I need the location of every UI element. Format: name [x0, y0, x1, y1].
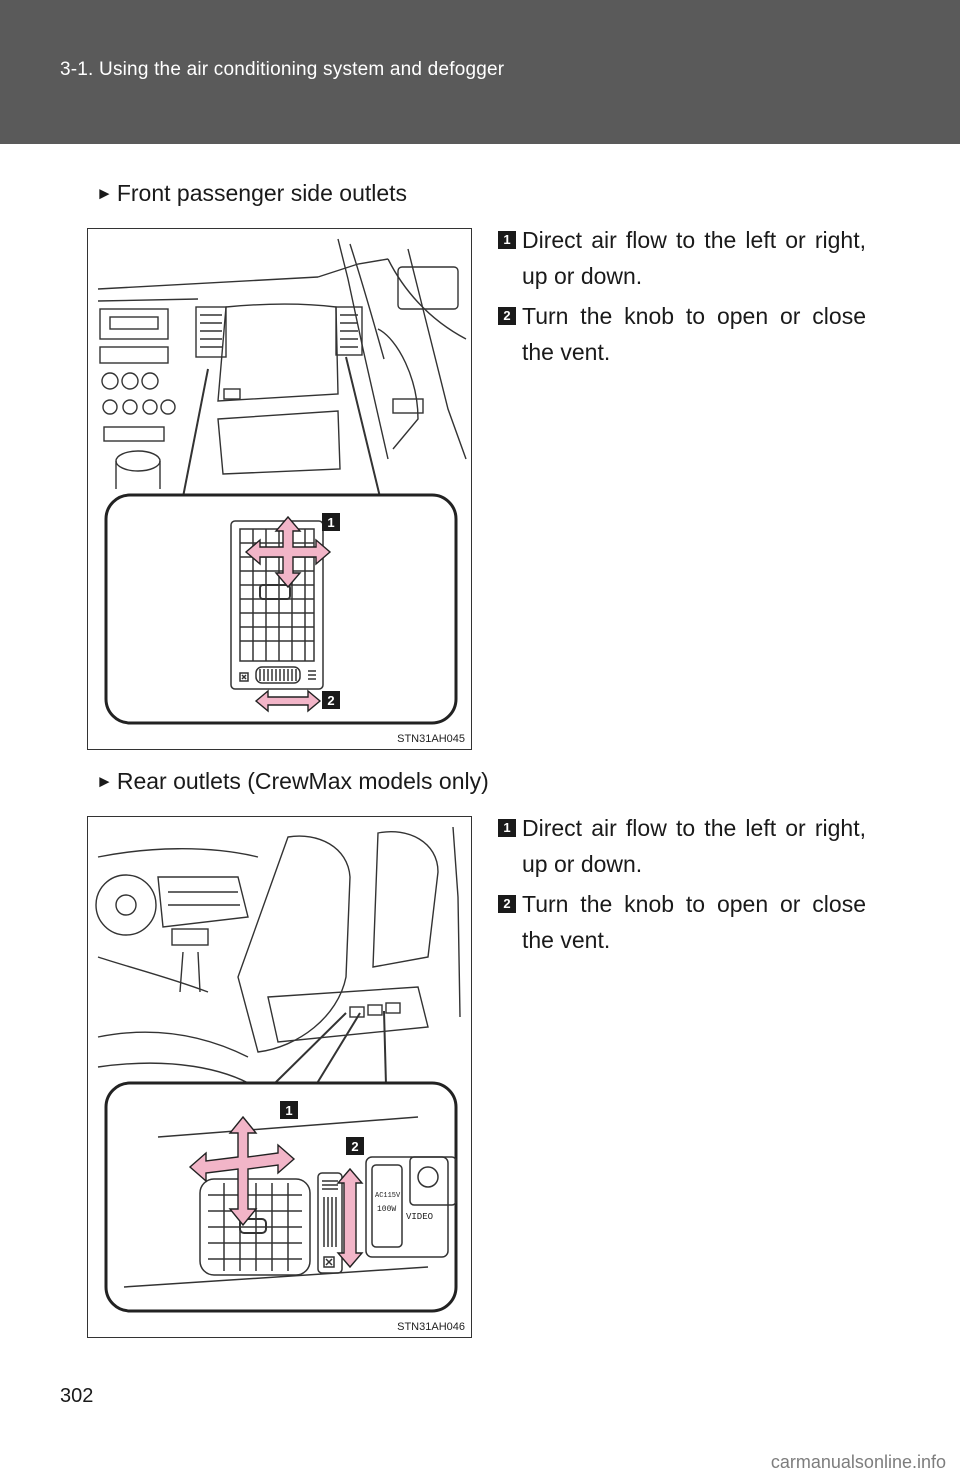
panel-video-label: VIDEO: [406, 1212, 433, 1222]
step-text: Direct air flow to the left or right, up…: [522, 815, 866, 877]
step-number-badge: 2: [498, 895, 516, 913]
section-heading-rear: ►Rear outlets (CrewMax models only): [96, 768, 489, 795]
step-text: Turn the knob to open or close the vent.: [522, 303, 866, 365]
step-number-badge: 2: [498, 307, 516, 325]
section-heading-text: Rear outlets (CrewMax models only): [116, 768, 489, 794]
figure-rear-outlets: AC115V 100W VIDEO 1 2 STN31AH046: [87, 816, 472, 1338]
steps-front: 1 Direct air flow to the left or right, …: [498, 222, 866, 370]
figure-callouts: 1 2: [280, 1101, 364, 1155]
figure-code: STN31AH045: [397, 733, 465, 745]
step-number-badge: 1: [498, 231, 516, 249]
figure-code: STN31AH046: [397, 1321, 465, 1333]
header-bar: 3-1. Using the air conditioning system a…: [0, 0, 960, 144]
step-item: 1 Direct air flow to the left or right, …: [498, 222, 866, 294]
arrow-icon: ►: [96, 772, 113, 791]
step-number-badge: 1: [498, 819, 516, 837]
section-heading-front: ►Front passenger side outlets: [96, 180, 407, 207]
front-outlet-illustration: 1 2: [97, 238, 467, 725]
callout-1: 1: [327, 515, 334, 530]
panel-watt-label: 100W: [377, 1205, 396, 1214]
outlet-panel-labels: AC115V 100W VIDEO: [375, 1192, 433, 1222]
watermark: carmanualsonline.info: [770, 1452, 946, 1472]
panel-ac-label: AC115V: [375, 1192, 401, 1200]
section-title: 3-1. Using the air conditioning system a…: [60, 59, 505, 80]
callout-2: 2: [351, 1139, 358, 1154]
section-heading-text: Front passenger side outlets: [116, 180, 408, 206]
figure-callouts: 1 2: [322, 513, 340, 709]
rear-outlet-illustration: AC115V 100W VIDEO 1 2: [95, 826, 461, 1313]
step-item: 2 Turn the knob to open or close the ven…: [498, 886, 866, 958]
step-text: Turn the knob to open or close the vent.: [522, 891, 866, 953]
page-number: 302: [60, 1385, 94, 1407]
callout-2: 2: [327, 693, 334, 708]
callout-1: 1: [285, 1103, 292, 1118]
figure-front-outlets: 1 2 STN31AH045: [87, 228, 472, 750]
step-item: 2 Turn the knob to open or close the ven…: [498, 298, 866, 370]
arrow-icon: ►: [96, 184, 113, 203]
step-item: 1 Direct air flow to the left or right, …: [498, 810, 866, 882]
step-text: Direct air flow to the left or right, up…: [522, 227, 866, 289]
steps-rear: 1 Direct air flow to the left or right, …: [498, 810, 866, 958]
